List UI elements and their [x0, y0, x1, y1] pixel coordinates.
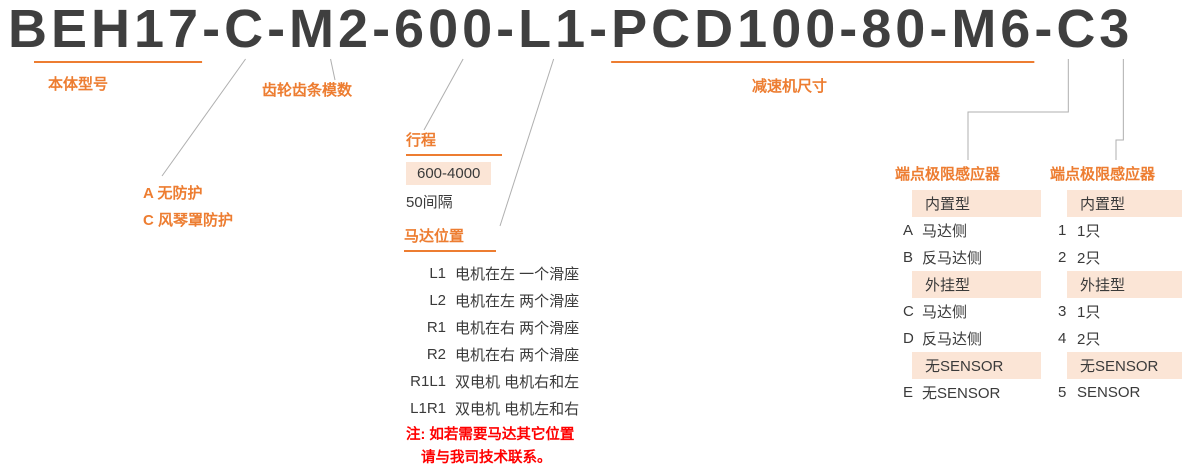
sensor-option-row: 1 1只: [1050, 217, 1182, 244]
sensor-option-row: E 无SENSOR: [895, 379, 1041, 406]
model-separator: -: [839, 0, 862, 59]
protection-option-a: A 无防护: [143, 185, 203, 202]
sensor-option-row: 5 SENSOR: [1050, 379, 1182, 406]
sensor-option-code: C: [903, 303, 914, 320]
model-separator: -: [202, 0, 225, 59]
motor-position-title: 马达位置: [404, 228, 496, 252]
sensor-option-code: 2: [1058, 249, 1067, 266]
sensor-group-header: 内置型: [895, 190, 1041, 217]
motor-option-code: R1: [426, 319, 446, 336]
sensor-column-title: 端点极限感应器: [1050, 166, 1156, 183]
motor-option-desc: 电机在左 两个滑座: [455, 293, 580, 310]
model-separator: -: [267, 0, 290, 59]
motor-option-desc: 电机在左 一个滑座: [455, 266, 580, 283]
model-separator: -: [1034, 0, 1057, 59]
sensor-option-code: 3: [1058, 303, 1067, 320]
sensor-group-header-text: 无SENSOR: [1067, 352, 1182, 379]
motor-option-code: R1L1: [410, 373, 446, 390]
model-separator: -: [372, 0, 395, 59]
motor-option-code: L1R1: [410, 400, 446, 417]
sensor-option-code: D: [903, 330, 914, 347]
model-separator: -: [929, 0, 952, 59]
motor-option-desc: 双电机 电机右和左: [455, 374, 580, 391]
motor-position-block: 马达位置 L1 电机在左 一个滑座 L2 电机在左 两个滑座 R1 电机在右 两…: [404, 228, 579, 422]
sensor-option-desc: 无SENSOR: [922, 385, 1001, 402]
sensor-option-row: 2 2只: [1050, 244, 1182, 271]
model-number: BEH17 - C - M2 - 600 - L1 - PCD100 - 80 …: [8, 2, 1133, 56]
sensor-group-header: 无SENSOR: [895, 352, 1041, 379]
sensor-option-code: A: [903, 222, 914, 239]
sensor-option-row: B 反马达侧: [895, 244, 1041, 271]
motor-option-row: L1 电机在左 一个滑座: [404, 260, 579, 287]
segment-reducer-pcd: PCD100: [611, 0, 840, 59]
motor-note-line2: 请与我司技术联系。: [421, 450, 552, 466]
motor-option-desc: 双电机 电机左和右: [455, 401, 580, 418]
motor-option-row: L1R1 双电机 电机左和右: [404, 395, 579, 422]
sensor-option-code: 4: [1058, 330, 1067, 347]
motor-option-row: R1 电机在右 两个滑座: [404, 314, 579, 341]
stroke-title: 行程: [406, 132, 502, 156]
sensor-option-desc: 反马达侧: [922, 250, 983, 267]
sensor-group-header-text: 无SENSOR: [912, 352, 1041, 379]
motor-option-desc: 电机在右 两个滑座: [455, 320, 580, 337]
sensor-column-type: 端点极限感应器 内置型 A 马达侧 B 反马达侧 外挂型 C 马达侧 D 反马达…: [895, 163, 1041, 406]
sensor-option-desc: 马达侧: [922, 304, 968, 321]
motor-option-list: L1 电机在左 一个滑座 L2 电机在左 两个滑座 R1 电机在右 两个滑座 R…: [404, 260, 579, 422]
motor-option-row: L2 电机在左 两个滑座: [404, 287, 579, 314]
motor-option-row: R2 电机在右 两个滑座: [404, 341, 579, 368]
sensor-option-desc: 马达侧: [922, 223, 968, 240]
motor-option-code: L2: [429, 292, 446, 309]
segment-body-model: BEH17: [8, 0, 203, 59]
label-body-model: 本体型号: [48, 76, 109, 93]
motor-note: 注: 如若需要马达其它位置 请与我司技术联系。: [406, 424, 574, 470]
sensor-group-header-text: 外挂型: [912, 271, 1041, 298]
motor-note-line1: 注: 如若需要马达其它位置: [406, 427, 575, 443]
sensor-option-desc: 2只: [1077, 331, 1101, 348]
segment-reducer-m: M6: [951, 0, 1035, 59]
label-gear-module: 齿轮齿条模数: [262, 82, 353, 99]
sensor-option-row: A 马达侧: [895, 217, 1041, 244]
sensor-option-code: B: [903, 249, 914, 266]
segment-gear-module: M2: [289, 0, 373, 59]
model-separator: -: [589, 0, 612, 59]
segment-reducer-ratio: 80: [861, 0, 930, 59]
sensor-option-code: E: [903, 384, 914, 401]
motor-option-row: R1L1 双电机 电机右和左: [404, 368, 579, 395]
sensor-group-header: 外挂型: [1050, 271, 1182, 298]
sensor-option-code: 5: [1058, 384, 1067, 401]
sensor-group-header-text: 外挂型: [1067, 271, 1182, 298]
segment-stroke: 600: [394, 0, 497, 59]
motor-option-desc: 电机在右 两个滑座: [455, 347, 580, 364]
label-reducer-size: 减速机尺寸: [752, 78, 828, 95]
segment-protection: C: [224, 0, 268, 59]
sensor-group-header-text: 内置型: [1067, 190, 1182, 217]
stroke-range: 600-4000: [406, 162, 492, 185]
sensor-group-header-text: 内置型: [912, 190, 1041, 217]
sensor-group-header: 外挂型: [895, 271, 1041, 298]
segment-sensor-code: C3: [1056, 0, 1134, 59]
sensor-option-desc: 1只: [1077, 304, 1101, 321]
sensor-group-header: 无SENSOR: [1050, 352, 1182, 379]
sensor-column-quantity: 端点极限感应器 内置型 1 1只 2 2只 外挂型 3 1只 4 2只 无SEN…: [1050, 163, 1182, 406]
sensor-option-code: 1: [1058, 222, 1067, 239]
sensor-option-desc: 反马达侧: [922, 331, 983, 348]
sensor-option-row: 3 1只: [1050, 298, 1182, 325]
sensor-option-row: 4 2只: [1050, 325, 1182, 352]
model-separator: -: [496, 0, 519, 59]
sensor-option-desc: 2只: [1077, 250, 1101, 267]
motor-option-code: L1: [429, 265, 446, 282]
sensor-column-title: 端点极限感应器: [895, 166, 1001, 183]
stroke-step: 50间隔: [406, 194, 453, 211]
protection-options: A 无防护 C 风琴罩防护: [143, 180, 233, 234]
sensor-option-desc: SENSOR: [1077, 384, 1141, 401]
sensor-group-header: 内置型: [1050, 190, 1182, 217]
sensor-option-row: C 马达侧: [895, 298, 1041, 325]
segment-motor-position: L1: [518, 0, 590, 59]
sensor-option-row: D 反马达侧: [895, 325, 1041, 352]
sensor-option-desc: 1只: [1077, 223, 1101, 240]
stroke-block: 行程 600-4000 50间隔: [406, 132, 502, 212]
motor-option-code: R2: [426, 346, 446, 363]
protection-option-c: C 风琴罩防护: [143, 212, 234, 229]
